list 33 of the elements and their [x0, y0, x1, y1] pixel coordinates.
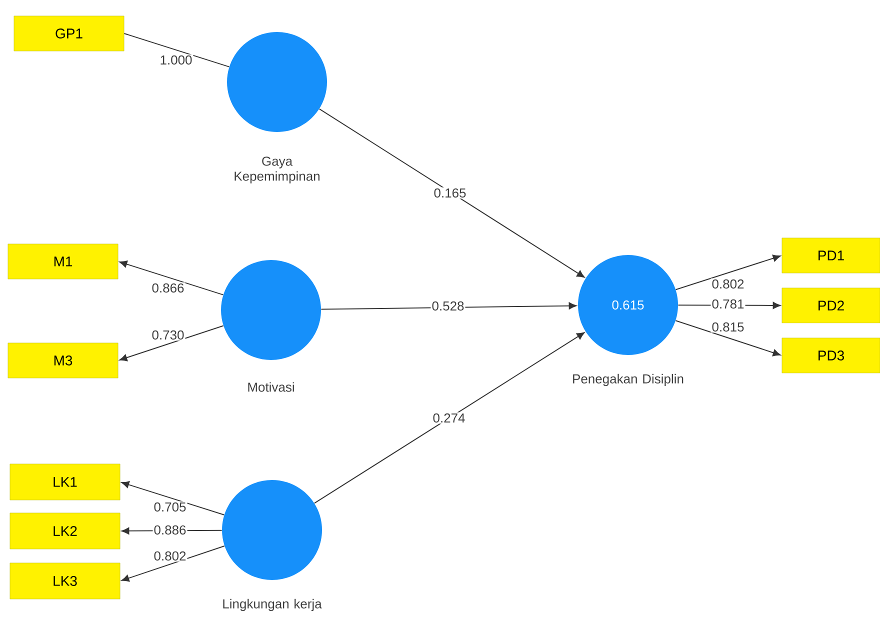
indicator-box: LK2 [10, 512, 120, 550]
arrow [121, 481, 225, 516]
arrow [675, 320, 781, 356]
edge-label: 0.165 [432, 187, 468, 199]
node-caption: Lingkungan kerja [223, 598, 322, 612]
edge-label: 0.528 [430, 300, 466, 312]
edge-label: 0.815 [710, 321, 746, 333]
edge-label: 0.886 [152, 524, 188, 536]
node-caption: Gaya Kepemimpinan [234, 156, 320, 184]
arrow [121, 545, 225, 582]
edge-label: 0.274 [432, 412, 466, 424]
indicator-box: PD1 [782, 238, 880, 274]
indicator-box: GP1 [14, 16, 124, 52]
arrow [314, 332, 585, 504]
edge-label: 0.802 [152, 550, 188, 562]
edge-label: 0.730 [150, 329, 186, 341]
arrow [119, 260, 224, 296]
indicator-box: LK1 [10, 464, 120, 500]
indicator-box: PD3 [782, 338, 880, 374]
node-caption: Penegakan Disiplin [573, 374, 684, 386]
indicator-box: LK3 [10, 562, 120, 600]
node-caption: Motivasi [248, 382, 294, 392]
indicator-box: M1 [8, 244, 118, 280]
edge-label: 1.000 [158, 54, 194, 66]
edge-label: 0.802 [710, 278, 746, 290]
arrow [675, 254, 781, 290]
edge-label: 0.866 [150, 282, 186, 294]
edge-label: 0.705 [152, 501, 188, 513]
arrow [318, 108, 585, 278]
arrow [119, 325, 224, 362]
edge-label: 0.781 [710, 298, 746, 310]
indicator-box: PD2 [782, 288, 880, 324]
indicator-box: M3 [8, 342, 118, 378]
